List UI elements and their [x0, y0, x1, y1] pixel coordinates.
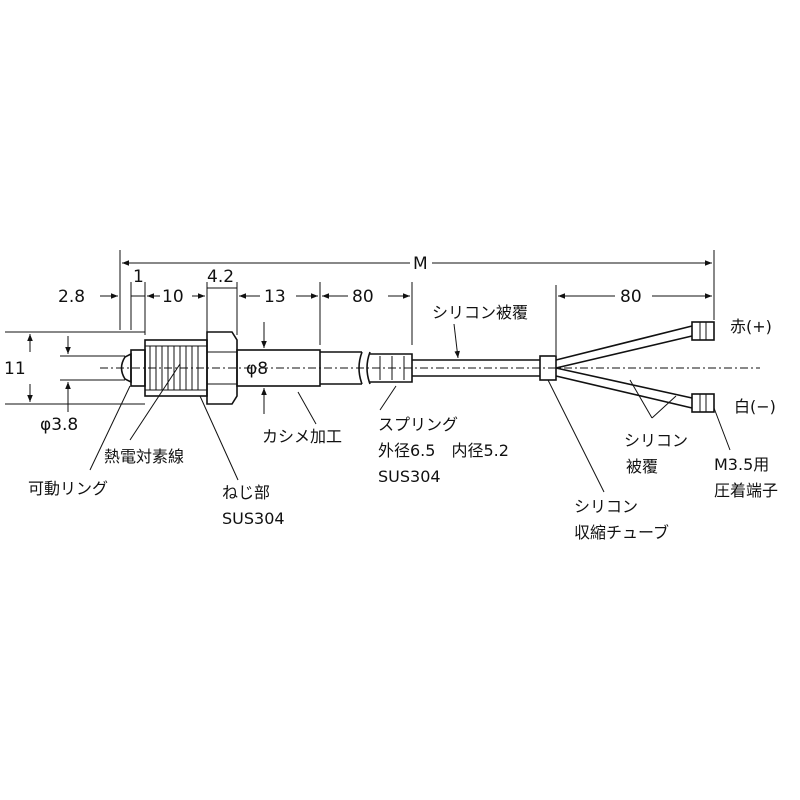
label-spring-1: スプリング — [378, 415, 458, 434]
label-screw-1: ねじ部 — [222, 483, 270, 502]
label-crimp: カシメ加工 — [262, 427, 342, 446]
height-dimension: 11 — [4, 331, 145, 405]
label-terminal-2: 圧着端子 — [714, 481, 778, 500]
dim-1: 1 — [133, 267, 144, 287]
dim-80-left: 80 — [352, 287, 374, 307]
dim-11: 11 — [4, 359, 26, 379]
label-thermocouple-wire: 熱電対素線 — [104, 447, 184, 466]
label-spring-2: 外径6.5 内径5.2 — [378, 441, 509, 460]
sub-dimensions: 2.8 1 10 4.2 13 80 80 — [58, 267, 712, 355]
label-white-minus: 白(−) — [734, 397, 776, 416]
label-screw-2: SUS304 — [222, 509, 285, 528]
sensor-body — [120, 321, 715, 413]
overall-dimension: M — [119, 250, 715, 330]
dim-4-2: 4.2 — [207, 267, 234, 287]
phi-8-dimension: φ8 — [246, 322, 268, 414]
labels: シリコン被覆 赤(+) 白(−) カシメ加工 スプリング 外径6.5 内径5.2… — [28, 303, 778, 542]
dim-10: 10 — [162, 287, 184, 307]
dim-phi-3-8: φ3.8 — [40, 415, 78, 435]
dim-phi-8: φ8 — [246, 359, 268, 379]
dim-13: 13 — [264, 287, 286, 307]
dim-80-right: 80 — [620, 287, 642, 307]
label-shrink-2: 収縮チューブ — [574, 523, 669, 542]
label-silicone-coating: シリコン被覆 — [432, 303, 528, 322]
label-red-plus: 赤(+) — [730, 317, 772, 336]
label-silicone-coat-1: シリコン — [624, 431, 688, 450]
label-movable-ring: 可動リング — [28, 479, 108, 498]
label-spring-3: SUS304 — [378, 467, 441, 486]
label-shrink-1: シリコン — [574, 497, 638, 516]
label-terminal-1: M3.5用 — [714, 455, 769, 474]
label-silicone-coat-2: 被覆 — [626, 457, 658, 476]
phi-3-8-dimension: φ3.8 — [40, 336, 125, 435]
dim-2-8: 2.8 — [58, 287, 85, 307]
dim-m: M — [413, 254, 428, 274]
thread-hatching — [145, 345, 207, 391]
